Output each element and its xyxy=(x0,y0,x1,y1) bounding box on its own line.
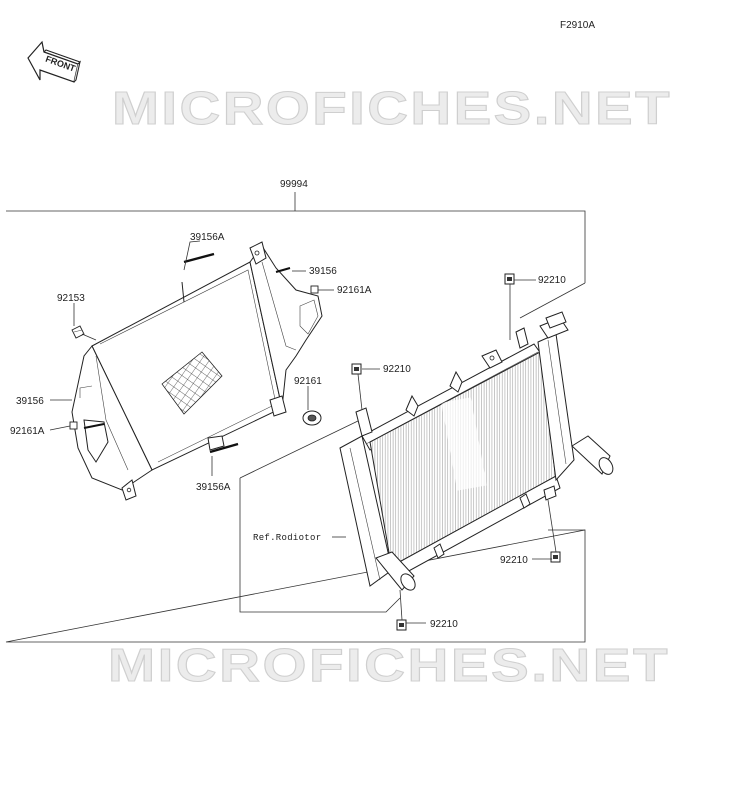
callout-92210-topright: 92210 xyxy=(538,275,566,286)
clip-nut-92210-right xyxy=(550,551,561,563)
callout-92210-mid: 92210 xyxy=(383,364,411,375)
reference-diagonal xyxy=(239,419,361,479)
callout-92161A-top: 92161A xyxy=(337,285,372,296)
callout-39156A-top: 39156A xyxy=(190,232,225,243)
clip-nut-92210-topright xyxy=(504,273,515,285)
reference-label: Ref.Rodiotor xyxy=(253,533,321,543)
leader-lines xyxy=(49,240,557,624)
collar-92161A-left xyxy=(69,421,78,430)
bolt-92153 xyxy=(71,325,85,339)
reference-frame xyxy=(239,478,401,613)
callout-39156-left: 39156 xyxy=(16,396,44,407)
radiator-guard xyxy=(71,241,323,501)
callout-92161A-left: 92161A xyxy=(10,426,45,437)
assembly-number: 99994 xyxy=(280,179,308,190)
callout-92210-right: 92210 xyxy=(500,555,528,566)
callout-92153: 92153 xyxy=(57,293,85,304)
watermark-top: MICROFICHES.NET xyxy=(112,82,672,134)
callout-92161: 92161 xyxy=(294,376,322,387)
callout-39156-top: 39156 xyxy=(309,266,337,277)
clip-nut-92210-mid xyxy=(351,363,362,375)
figure-code: F2910A xyxy=(560,20,595,31)
callout-92210-bottom: 92210 xyxy=(430,619,458,630)
callout-39156A-bottom: 39156A xyxy=(196,482,231,493)
assembly-frame xyxy=(5,210,586,643)
front-arrow-icon: FRONT xyxy=(27,40,81,83)
watermark-bottom: MICROFICHES.NET xyxy=(108,639,670,691)
frame-diagonal-top xyxy=(519,282,586,319)
collar-92161A-top xyxy=(310,285,319,294)
grommet-92161 xyxy=(302,410,322,426)
clip-nut-92210-bottom xyxy=(396,619,407,631)
